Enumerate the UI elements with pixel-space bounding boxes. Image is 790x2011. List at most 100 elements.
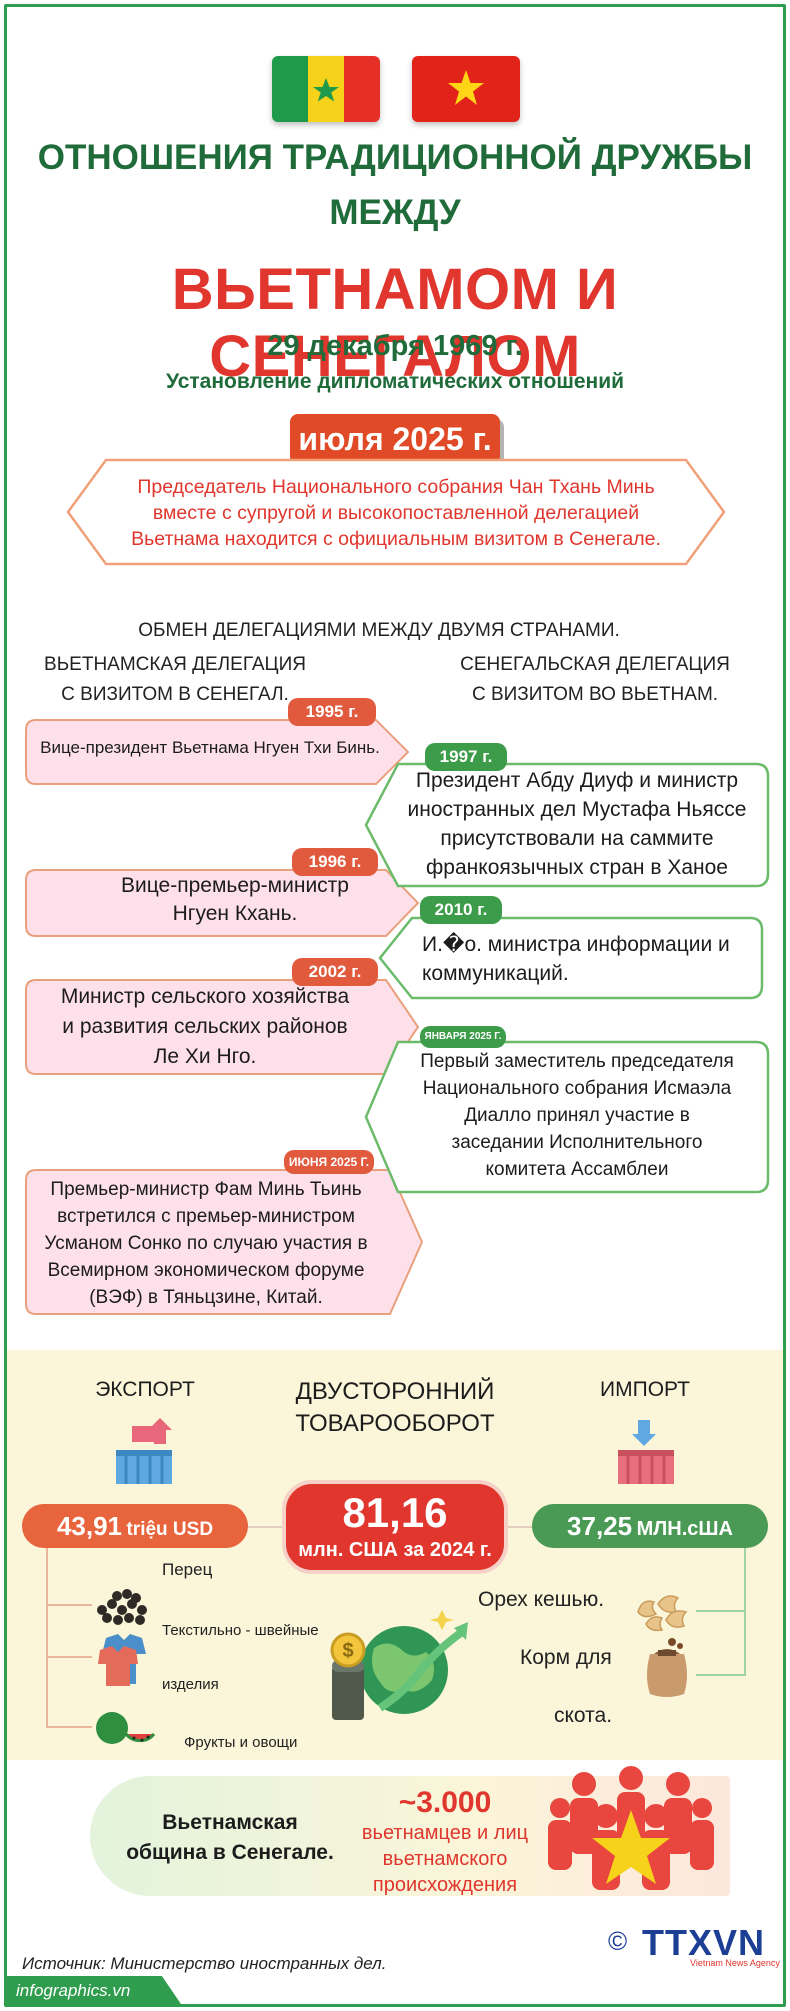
vn-2025-line-3: Усманом Сонко по случаю участия в (44, 1233, 368, 1254)
visit-text-line-2: вместе с супругой и высокопоставленной д… (152, 502, 640, 524)
exchange-heading: ОБМЕН ДЕЛЕГАЦИЯМИ МЕЖДУ ДВУМЯ СТРАНАМИ. (138, 620, 620, 641)
title-line-1: ОТНОШЕНИЯ ТРАДИЦИОННОЙ ДРУЖБЫ (37, 138, 753, 177)
import-item-feed-1: Корм для (520, 1646, 612, 1669)
site-link[interactable]: infographics.vn (16, 1981, 131, 2000)
vn-heading-line-1: ВЬЕТНАМСКАЯ ДЕЛЕГАЦИЯ (44, 654, 306, 675)
copyright-symbol: © (608, 1926, 628, 1956)
pepper-icon (97, 1589, 147, 1625)
visit-text-line-1: Председатель Национального собрания Чан … (137, 476, 655, 498)
community-desc-line-3: происхождения (372, 1874, 518, 1896)
vn-2025-line-4: Всемирном экономическом форуме (47, 1260, 365, 1281)
export-branch-2 (46, 1656, 92, 1658)
trade-heading-line-2: ТОВАРООБОРОТ (295, 1410, 495, 1437)
export-value: 43,91 (56, 1511, 123, 1541)
visit-text-line-3: Вьетнама находится с официальным визитом… (131, 528, 661, 550)
vn-item-1995-text: Вице-президент Вьетнама Нгуен Тхи Бинь. (40, 738, 380, 757)
vn-year-1996: 1996 г. (292, 848, 378, 876)
export-item-textile-2: изделия (162, 1676, 219, 1693)
import-branch-1 (696, 1610, 744, 1612)
trade-heading-line-1: ДВУСТОРОННИЙ (295, 1378, 495, 1405)
community-label: Вьетнамская община в Сенегале. (110, 1808, 350, 1868)
sn-year-2010: 2010 г. (420, 896, 502, 924)
cashew-icon (637, 1595, 688, 1632)
sn-heading-line-1: СЕНЕГАЛЬСКАЯ ДЕЛЕГАЦИЯ (460, 654, 730, 675)
import-value: 37,25 (567, 1511, 633, 1541)
export-label: ЭКСПОРТ (95, 1378, 195, 1401)
sn-item-2010-text: И.�о. министра информации и коммуникаций… (422, 930, 762, 988)
sn-item-2025-text: Первый заместитель председателя Национал… (392, 1048, 762, 1183)
sn-2010-line-2: коммуникаций. (422, 962, 569, 985)
vn-1996-line-1: Вице-премьер-министр (121, 874, 349, 897)
community-desc-line-1: вьетнамцев и лиц (361, 1822, 529, 1844)
sn-box-1997-frame (364, 762, 770, 888)
visit-frame (66, 458, 726, 566)
vn-delegation-heading: ВЬЕТНАМСКАЯ ДЕЛЕГАЦИЯ С ВИЗИТОМ В СЕНЕГА… (40, 650, 310, 710)
feed-sack-icon (647, 1638, 687, 1697)
agency-sub: Vietnam News Agency (690, 1958, 780, 1968)
sn-year-1997: 1997 г. (425, 743, 507, 771)
total-value: 81,16 (342, 1489, 448, 1536)
community-count-block: ~3.000 вьетнамцев и лиц вьетнамского про… (340, 1786, 550, 1898)
community-label-line-2: община в Сенегале. (126, 1841, 334, 1864)
sn-2025-line-2: Национального собрания Исмаэла (422, 1078, 732, 1099)
vn-box-2025-frame (25, 1169, 424, 1315)
vn-2025-line-1: Премьер-министр Фам Минь Тьинь (50, 1179, 362, 1200)
vn-item-1996-text: Вице-премьер-министр Нгуен Кхань. (60, 872, 410, 928)
title-line-3: ВЬЕТНАМОМ И СЕНЕГАЛОМ (171, 257, 619, 389)
import-value-bubble: 37,25 МЛН.сША (532, 1504, 768, 1548)
establishment-caption: Установление дипломатических отношений (165, 370, 625, 393)
import-item-cashew: Орех кешью. (478, 1588, 605, 1611)
sn-heading-line-2: С ВИЗИТОМ ВО ВЬЕТНАМ. (471, 684, 719, 705)
export-item-fruits: Фрукты и овощи (184, 1734, 298, 1751)
vn-2002-line-3: Ле Хи Нго. (153, 1045, 257, 1068)
community-desc-line-2: вьетнамского (382, 1848, 508, 1870)
agency-logo-text: TTXVN (642, 1922, 766, 1963)
trade-center-heading: ДВУСТОРОННИЙ ТОВАРООБОРОТ (260, 1376, 530, 1440)
page-border (4, 4, 786, 2007)
trade-globe-icon: $ (330, 1610, 468, 1720)
import-container-icon (618, 1420, 674, 1484)
community-label-line-1: Вьетнамская (162, 1811, 298, 1834)
sn-1997-line-1: Президент Абду Диуф и министр (415, 769, 739, 792)
export-tree-line (46, 1548, 48, 1728)
export-branch-3 (46, 1726, 92, 1728)
total-caption: млн. США за 2024 г. (298, 1539, 492, 1561)
export-value-bubble: 43,91 triệu USD (22, 1504, 248, 1548)
sn-2025-line-3: Диалло принял участие в (464, 1105, 690, 1126)
vn-heading-line-2: С ВИЗИТОМ В СЕНЕГАЛ. (61, 684, 289, 705)
total-value-bubble: 81,16 млн. США за 2024 г. (282, 1480, 508, 1574)
export-branch-1 (46, 1604, 92, 1606)
vn-2002-line-2: и развития сельских районов (62, 1015, 348, 1038)
import-item-feed-2: скота. (554, 1704, 613, 1727)
sn-item-1997-text: Президент Абду Диуф и министр иностранны… (392, 766, 762, 882)
source-text: Источник: Министерство иностранных дел. (22, 1954, 387, 1973)
vn-year-1995: 1995 г. (288, 698, 376, 726)
sn-2025-line-1: Первый заместитель председателя (420, 1051, 734, 1072)
vietnam-flag-icon (412, 56, 520, 122)
svg-text:$: $ (342, 1640, 353, 1662)
vn-2025-line-2: встретился с премьер-министром (57, 1206, 355, 1227)
textile-icon (98, 1634, 146, 1686)
establishment-date: 29 декабря 1969 г. (267, 330, 523, 362)
sn-2025-line-4: заседании Исполнительного (451, 1132, 703, 1153)
vn-item-2025-text: Премьер-министр Фам Минь Тьинь встретилс… (24, 1176, 388, 1311)
sn-2010-line-1: И.�о. министра информации и (422, 933, 730, 956)
sn-2025-line-5: комитета Ассамблеи (485, 1159, 669, 1180)
title-line-2: МЕЖДУ (329, 193, 461, 232)
export-unit: triệu USD (126, 1519, 214, 1540)
import-label: ИМПОРТ (600, 1378, 690, 1401)
sn-year-jan-2025: ЯНВАРЯ 2025 Г. (420, 1026, 506, 1048)
community-count: ~3.000 (398, 1786, 492, 1819)
fruit-icon (96, 1712, 156, 1744)
sn-delegation-heading: СЕНЕГАЛЬСКАЯ ДЕЛЕГАЦИЯ С ВИЗИТОМ ВО ВЬЕТ… (460, 650, 730, 710)
vn-box-2002-frame (25, 979, 420, 1075)
sn-box-2010-frame (378, 916, 764, 1000)
vn-box-1995-frame (25, 719, 410, 785)
senegal-flag-icon (272, 56, 380, 122)
vn-2025-line-5: (ВЭФ) в Тяньцзине, Китай. (89, 1287, 323, 1308)
vn-2002-line-1: Министр сельского хозяйства (60, 985, 350, 1008)
site-tab (7, 1976, 183, 2007)
import-branch-2 (696, 1674, 744, 1676)
people-group-icon (548, 1766, 714, 1890)
sn-1997-line-3: присутствовали на саммите (440, 827, 714, 850)
